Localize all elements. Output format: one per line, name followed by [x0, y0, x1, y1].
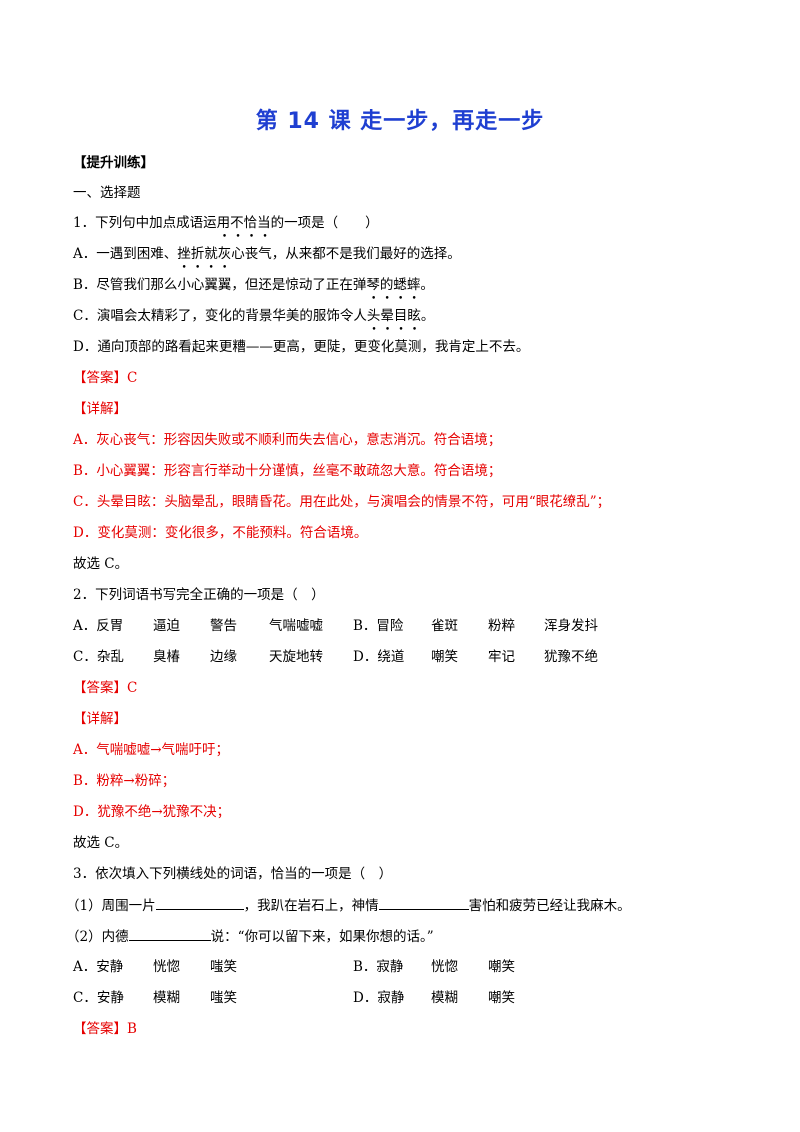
q3-opt-word: 模糊	[153, 990, 180, 1006]
q2-detail-label: 【详解】	[73, 711, 127, 727]
q1-detail-b: B．小心翼翼：形容言行举动十分谨慎，丝毫不敢疏忽大意。符合语境；	[73, 463, 502, 479]
q1-option-d: D．通向顶部的路看起来更糟——更高，更陡，更变化莫测，我肯定上不去。	[73, 337, 529, 357]
q2-opt-word: D．绕道	[353, 649, 405, 665]
q3-opt-word: 嘲笑	[488, 959, 515, 975]
dotted-char: 眩	[407, 306, 421, 326]
q2-stem: 2．下列词语书写完全正确的一项是（ ）	[73, 587, 325, 603]
dotted-char: 翼	[218, 275, 232, 295]
q3-opt-word: 恍惚	[153, 959, 180, 975]
q1-option-a: A．一遇到困难、挫折就灰心丧气，从来都不是我们最好的选择。	[73, 244, 461, 264]
q3-options-row-1: A．安静 恍惚 嗤笑 B．寂静 恍惚 嘲笑	[73, 957, 543, 977]
sentence-text: （2）内德	[66, 929, 129, 945]
option-text: C．演唱会太精彩了，变化的背景华美的服饰令人	[73, 308, 367, 324]
option-text: 。	[420, 308, 435, 324]
dotted-char: 莫	[394, 337, 408, 357]
q1-detail-c: C．头晕目眩：头脑晕乱，眼睛昏花。用在此处，与演唱会的情景不符，可用“眼花缭乱”…	[73, 494, 611, 510]
q3-opt-word: C．安静	[73, 990, 124, 1006]
part-heading: 一、选择题	[73, 185, 141, 201]
q2-opt-word: B．冒险	[353, 618, 404, 634]
dotted-char: 头	[367, 306, 381, 326]
q2-opt-word: 雀斑	[431, 618, 458, 634]
q2-opt-word: C．杂乱	[73, 649, 124, 665]
q2-options-row-2: C．杂乱 臭椿 边缘 天旋地转 D．绕道 嘲笑 牢记 犹豫不绝	[73, 647, 633, 667]
q1-conclusion: 故选 C。	[73, 556, 129, 572]
q3-opt-word: 嗤笑	[210, 990, 237, 1006]
q2-opt-word: 边缘	[210, 649, 237, 665]
sentence-text: ，我趴在岩石上，神情	[243, 898, 379, 914]
option-text: ，从来都不是我们最好的选择。	[271, 246, 461, 262]
page-title: 第 14 课 走一步，再走一步	[255, 109, 545, 134]
q3-opt-word: A．安静	[73, 959, 124, 975]
q2-opt-word: 气喘嘘嘘	[269, 618, 323, 634]
q2-conclusion: 故选 C。	[73, 835, 129, 851]
q2-detail-a: A．气喘嘘嘘→气喘吁吁；	[73, 742, 230, 758]
dotted-char: 气	[258, 244, 272, 264]
q2-opt-word: 犹豫不绝	[544, 649, 598, 665]
q1-detail-d: D．变化莫测：变化很多，不能预料。符合语境。	[73, 525, 368, 541]
q2-detail-d: D．犹豫不绝→犹豫不决；	[73, 804, 231, 820]
dotted-char: 变	[367, 337, 381, 357]
dotted-char: 心	[231, 244, 245, 264]
fill-blank[interactable]	[378, 895, 469, 910]
q2-opt-word: 逼迫	[153, 618, 180, 634]
q1-detail-a: A．灰心丧气：形容因失败或不顺利而失去信心，意志消沉。符合语境；	[73, 432, 502, 448]
q3-sentence-2: （2）内德 说：“你可以留下来，如果你想的话。”	[66, 926, 434, 947]
q1-stem: 1．下列句中加点成语运用不恰当的一项是（ ）	[73, 215, 379, 231]
q3-opt-word: 模糊	[431, 990, 458, 1006]
dotted-char: 晕	[380, 306, 394, 326]
q2-options-row-1: A．反胃 逼迫 警告 气喘嘘嘘 B．冒险 雀斑 粉粹 浑身发抖	[73, 616, 633, 636]
q2-opt-word: 嘲笑	[431, 649, 458, 665]
q2-opt-word: 天旋地转	[269, 649, 323, 665]
dotted-char: 化	[381, 337, 395, 357]
q1-option-b: B．尽管我们那么小心翼翼，但还是惊动了正在弹琴的蟋蟀。	[73, 275, 434, 295]
q1-detail-label: 【详解】	[73, 401, 127, 417]
fill-blank[interactable]	[128, 926, 211, 941]
sentence-text: 说：“你可以留下来，如果你想的话。”	[210, 929, 434, 945]
q3-answer: 【答案】B	[73, 1021, 137, 1037]
q2-opt-word: 牢记	[488, 649, 515, 665]
option-text: D．通向顶部的路看起来更糟——更高，更陡，更	[73, 339, 368, 355]
q3-opt-word: 恍惚	[431, 959, 458, 975]
dotted-char: 测	[408, 337, 422, 357]
option-text: A．一遇到困难、挫折就	[73, 246, 218, 262]
option-text: ，但还是惊动了正在弹琴的蟋蟀。	[231, 277, 434, 293]
q2-answer: 【答案】C	[73, 680, 138, 696]
q3-opt-word: 嗤笑	[210, 959, 237, 975]
q3-opt-word: 嘲笑	[488, 990, 515, 1006]
q3-opt-word: B．寂静	[353, 959, 404, 975]
q1-answer: 【答案】C	[73, 370, 138, 386]
sentence-text: （1）周围一片	[66, 898, 156, 914]
q2-opt-word: 粉粹	[488, 618, 515, 634]
q2-opt-word: A．反胃	[73, 618, 124, 634]
dotted-char: 心	[191, 275, 205, 295]
option-text: ，我肯定上不去。	[421, 339, 530, 355]
dotted-char: 目	[394, 306, 408, 326]
option-text: B．尽管我们那么	[73, 277, 178, 293]
dotted-char: 小	[177, 275, 191, 295]
q3-opt-word: D．寂静	[353, 990, 405, 1006]
section-heading: 【提升训练】	[73, 155, 154, 171]
q2-opt-word: 浑身发抖	[544, 618, 598, 634]
dotted-char: 灰	[218, 244, 232, 264]
q2-opt-word: 臭椿	[153, 649, 180, 665]
q2-detail-b: B．粉粹→粉碎；	[73, 773, 176, 789]
q1-option-c: C．演唱会太精彩了，变化的背景华美的服饰令人头晕目眩。	[73, 306, 434, 326]
q2-opt-word: 警告	[210, 618, 237, 634]
sentence-text: 害怕和疲劳已经让我麻木。	[468, 898, 631, 914]
dotted-char: 丧	[245, 244, 259, 264]
q3-options-row-2: C．安静 模糊 嗤笑 D．寂静 模糊 嘲笑	[73, 988, 543, 1008]
fill-blank[interactable]	[155, 895, 244, 910]
dotted-char: 翼	[204, 275, 218, 295]
q3-stem: 3．依次填入下列横线处的词语，恰当的一项是（ ）	[73, 866, 393, 882]
q3-sentence-1: （1）周围一片 ，我趴在岩石上，神情 害怕和疲劳已经让我麻木。	[66, 895, 631, 916]
